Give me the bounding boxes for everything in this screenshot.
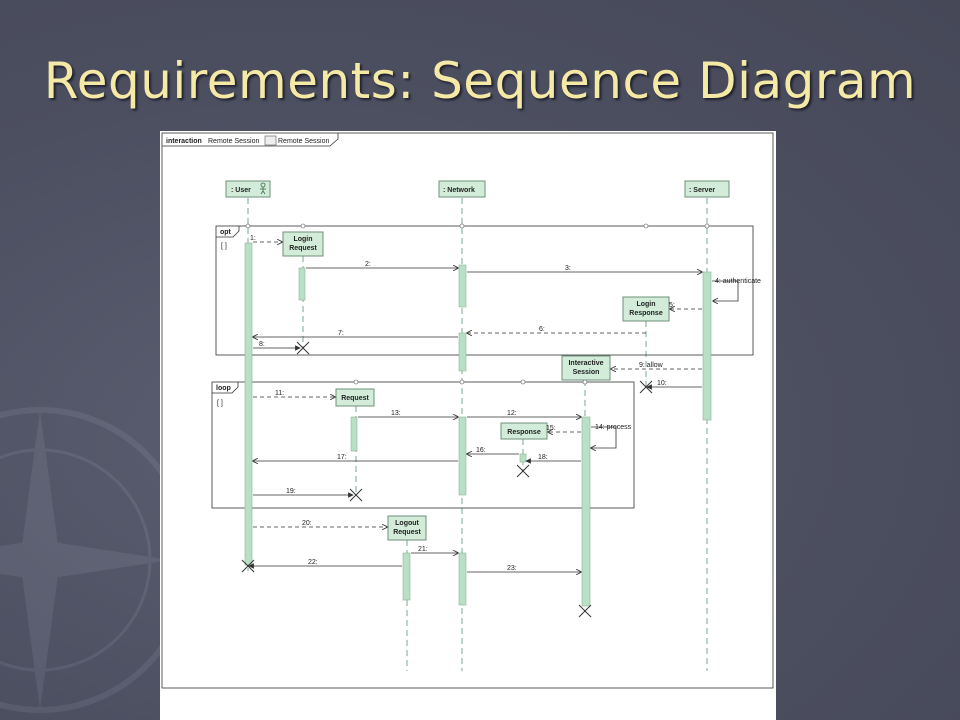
fragment-opt	[215, 225, 754, 356]
object-response: Response	[500, 422, 548, 440]
svg-text:18:: 18:	[538, 454, 548, 461]
destroy-marks	[241, 341, 653, 618]
fragment-loop-guard: [ ]	[217, 400, 223, 407]
sequence-diagram-canvas: interaction Remote Session Remote Sessio…	[161, 132, 774, 689]
svg-text:19:: 19:	[286, 488, 296, 495]
svg-text:11:: 11:	[275, 390, 284, 397]
svg-text:20:: 20:	[302, 520, 312, 527]
svg-text:2:: 2:	[365, 261, 371, 268]
slide-title: Requirements: Sequence Diagram	[43, 52, 917, 110]
svg-text:3:: 3:	[565, 265, 571, 272]
frame-tab-label: Remote Session	[278, 138, 329, 145]
frame-name: Remote Session	[208, 138, 259, 145]
svg-text:9: allow: 9: allow	[639, 362, 664, 369]
compass-watermark	[0, 407, 170, 713]
svg-text:16:: 16:	[476, 447, 486, 454]
lifeline-network: : Network	[438, 180, 486, 198]
object-login-response: Login Response	[622, 296, 670, 322]
object-logout-request: Logout Request	[387, 515, 427, 541]
lifeline-user: : User	[225, 180, 271, 198]
svg-text:12:: 12:	[507, 410, 517, 417]
object-interactive-session: Interactive Session	[561, 355, 611, 381]
svg-text:8:: 8:	[259, 341, 265, 348]
svg-text:17:: 17:	[337, 454, 347, 461]
svg-text:Session: Session	[573, 369, 600, 376]
messages: 1: 2: 3: 4: authenticate 5: 6: 7: 8: 9: …	[248, 235, 761, 572]
svg-text:Login: Login	[293, 236, 312, 243]
svg-text:Login: Login	[636, 301, 655, 308]
fragment-opt-operator: opt	[220, 229, 232, 236]
svg-text:1:: 1:	[250, 235, 256, 242]
svg-text:Interactive: Interactive	[568, 360, 603, 367]
fragment-loop-operator: loop	[216, 385, 231, 392]
interaction-frame	[161, 132, 774, 689]
svg-text:Response: Response	[507, 429, 541, 436]
frame-keyword: interaction	[166, 138, 202, 145]
svg-text:: Server: : Server	[689, 187, 715, 194]
sequence-diagram: interaction Remote Session Remote Sessio…	[160, 131, 776, 720]
actor-icon	[260, 182, 266, 195]
svg-text:10:: 10:	[657, 380, 667, 387]
svg-text:6:: 6:	[539, 326, 545, 333]
svg-text:Request: Request	[341, 395, 369, 402]
svg-text:Response: Response	[629, 310, 663, 317]
svg-text:: User: : User	[231, 187, 251, 194]
fragment-loop	[211, 381, 635, 509]
object-request: Request	[335, 388, 375, 407]
svg-text:23:: 23:	[507, 565, 517, 572]
svg-text:Request: Request	[393, 529, 421, 536]
svg-text:15:: 15:	[546, 425, 556, 432]
svg-text:21:: 21:	[418, 546, 428, 553]
svg-text:7:: 7:	[338, 330, 344, 337]
svg-text:5:: 5:	[669, 302, 675, 309]
svg-text:: Network: : Network	[443, 187, 475, 194]
diagram-icon	[264, 135, 277, 146]
svg-text:Logout: Logout	[395, 520, 419, 527]
svg-text:Request: Request	[289, 245, 317, 252]
object-login-request: Login Request	[282, 231, 324, 257]
fragment-opt-guard: [ ]	[221, 243, 227, 250]
svg-text:22:: 22:	[308, 559, 318, 566]
svg-text:13:: 13:	[391, 410, 401, 417]
svg-text:4: authenticate: 4: authenticate	[715, 278, 761, 285]
lifeline-server: : Server	[684, 180, 730, 198]
svg-text:14: process: 14: process	[595, 424, 632, 431]
